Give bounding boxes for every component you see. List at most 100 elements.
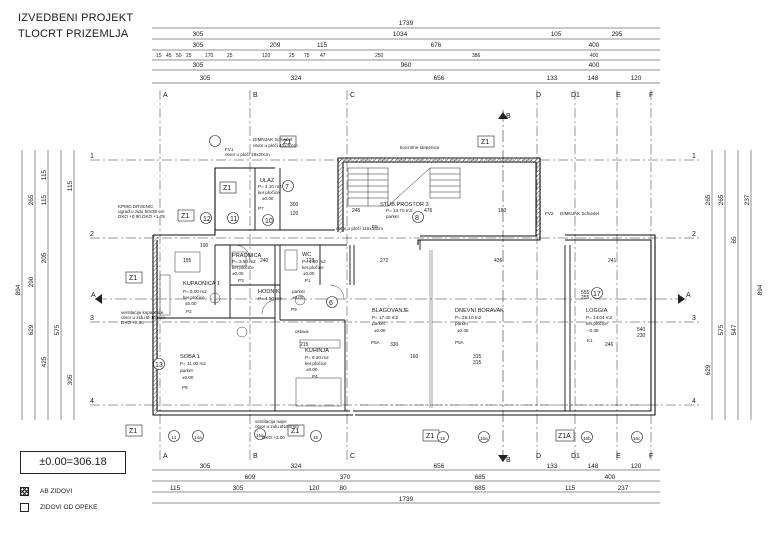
- dim-right-c1: 65: [731, 236, 738, 244]
- room-id-11: 11: [230, 216, 237, 223]
- callout-16: 16: [440, 436, 446, 441]
- room-tag: P8: [182, 385, 188, 390]
- room-tag: P3: [238, 278, 244, 283]
- room-name: BLAGOVANJE: [372, 308, 409, 314]
- room-tag: P4: [312, 374, 318, 379]
- dim-bot-overall: 1739: [399, 496, 414, 503]
- axis-col-a-bottom: A: [163, 453, 168, 460]
- room-floor: parket: [386, 214, 399, 219]
- room-id-10: 10: [265, 218, 273, 225]
- room-floor: ker.pločice: [586, 321, 608, 326]
- room-dnevni-boravak: DNEVNI BORAVAK P= 26.10 m2 parket ±0.45 …: [455, 308, 504, 345]
- legend-label: AB ZIDOVI: [40, 488, 73, 495]
- room-floor: ker.pločice: [302, 265, 324, 270]
- room-tag: P5A: [455, 340, 465, 345]
- svg-text:540: 540: [637, 327, 646, 333]
- room-name: ULAZ: [260, 178, 275, 184]
- axis-row-3-right: 3: [692, 315, 696, 322]
- legend-zidovi-opeke: ZIDOVI OD OPEKE: [20, 503, 97, 512]
- dim-left-b3: 205: [41, 252, 48, 263]
- note-konzolne: konzolne stepenice: [400, 145, 440, 150]
- axis-col-f-top: F: [649, 92, 653, 99]
- ab-wall-stair-right: [536, 158, 541, 240]
- dim-top-overall: 1739: [399, 20, 414, 27]
- room-stubiste: STUB.PROSTOR 3 P= 13.70 m2 parket P5: [372, 202, 429, 229]
- room-floor: ker.pločice: [183, 295, 205, 300]
- room-id-6: 6: [329, 300, 333, 307]
- note-ventilacija: ventilacija kupaonice: [121, 310, 164, 315]
- room-level: ±0.00: [303, 271, 315, 276]
- axis-row-4-left: 4: [90, 398, 94, 405]
- svg-text:315: 315: [473, 354, 482, 360]
- dim-top-row4: 15 45 50 25 170 25 120 25 75 47 250 386 …: [156, 53, 599, 59]
- svg-text:160: 160: [410, 354, 419, 360]
- room-tag: P5: [372, 224, 378, 229]
- dim-bot-r3-1: 115: [170, 485, 181, 492]
- dim-top-r2-1: 305: [193, 31, 204, 38]
- svg-text:25: 25: [227, 53, 233, 59]
- dim-bot-r1-1: 305: [200, 463, 211, 470]
- empty-square-icon: [20, 503, 29, 512]
- dim-bot-r3-6: 115: [565, 485, 576, 492]
- dim-left-a2: 290: [28, 276, 35, 287]
- room-level: ±0.00: [374, 328, 386, 333]
- hatched-square-icon: [20, 487, 29, 496]
- axis-row-2-right: 2: [692, 231, 696, 238]
- ab-wall-left: [153, 235, 158, 415]
- section-a-arrow-left: [95, 294, 102, 304]
- room-floor: parket: [292, 289, 305, 294]
- room-tag: P1: [305, 278, 311, 283]
- room-hodnik: HODNIK P= 4.50 m2 parket ±0.00 P9: [258, 289, 305, 312]
- dim-top-r5-2: 960: [401, 62, 412, 69]
- dim-bot-r2-4: 400: [605, 474, 616, 481]
- dim-top-r6-2: 324: [291, 75, 302, 82]
- dim-top-r2-4: 295: [612, 31, 623, 38]
- axis-col-b-top: B: [253, 92, 258, 99]
- room-tag: P5A: [371, 340, 381, 345]
- wall-tag-z1-e: Z1: [129, 275, 137, 282]
- svg-text:100: 100: [200, 243, 209, 249]
- wall-tag-z1-b: Z1: [481, 139, 489, 146]
- wall-tag-z1-c: Z1: [223, 185, 231, 192]
- exterior-walls: [152, 157, 656, 416]
- axis-col-d1-bottom: D1: [571, 453, 580, 460]
- dim-bot-r3-4: 80: [339, 485, 347, 492]
- note-kpmo-ugradnja: ugrađ.u zidu 50x35 cm: [118, 209, 165, 214]
- room-praonica: PRAONICA P= 3.50 m2 ker.pločice ±0.00 P3: [232, 253, 261, 283]
- room-name: KUPAONICA 1: [183, 281, 220, 287]
- room-tag: P9: [291, 307, 297, 312]
- wall-tag-z1-f: Z1: [129, 428, 137, 435]
- note-ventilacija-otvor: otvor u zidu Ø 10 mm: [121, 315, 165, 320]
- sheet-subtitle: TLOCRT PRIZEMLJA: [18, 28, 129, 40]
- note-otvor-ploca: otvor u ploči 115x35cm: [336, 226, 383, 231]
- room-id-12: 12: [203, 216, 211, 223]
- room-level: ±0.45: [457, 328, 469, 333]
- axis-col-d-bottom: D: [536, 453, 541, 460]
- axis-col-e-top: E: [616, 92, 621, 99]
- dim-bot-r2-2: 370: [340, 474, 351, 481]
- callout-15a: 15a: [256, 433, 264, 438]
- room-ulaz: ULAZ P= 4.10 m2 ker.pločice ±0.00 P7: [258, 178, 282, 211]
- room-name: STUB.PROSTOR 3: [380, 202, 429, 208]
- room-area: P= 5.00 m2: [183, 289, 207, 294]
- room-name: KUHINJA: [305, 348, 329, 354]
- callout-16c: 16c: [633, 436, 641, 441]
- room-wc: WC P= 1.80 m2 ker.pločice ±0.00 P1: [302, 252, 326, 283]
- axis-col-f-bottom: F: [649, 453, 653, 460]
- dim-bot-r1-5: 148: [588, 463, 599, 470]
- axis-row-4-right: 4: [692, 398, 696, 405]
- room-level: -0.35: [588, 328, 599, 333]
- dim-top-r6-6: 120: [631, 75, 642, 82]
- dim-bot-r2-3: 685: [475, 474, 486, 481]
- axis-col-d-top: D: [536, 92, 541, 99]
- room-floor: parket: [455, 321, 468, 326]
- dim-left-outer: 894: [15, 284, 22, 295]
- svg-text:120: 120: [262, 53, 271, 59]
- room-id-7: 7: [285, 184, 289, 191]
- axis-row-3-left: 3: [90, 315, 94, 322]
- bottom-dimension-chain: [152, 469, 660, 504]
- wall-tag-z1-h: Z1: [426, 433, 434, 440]
- room-floor: parket: [372, 321, 385, 326]
- wall-type-markers: [125, 135, 575, 442]
- svg-text:245: 245: [352, 208, 361, 214]
